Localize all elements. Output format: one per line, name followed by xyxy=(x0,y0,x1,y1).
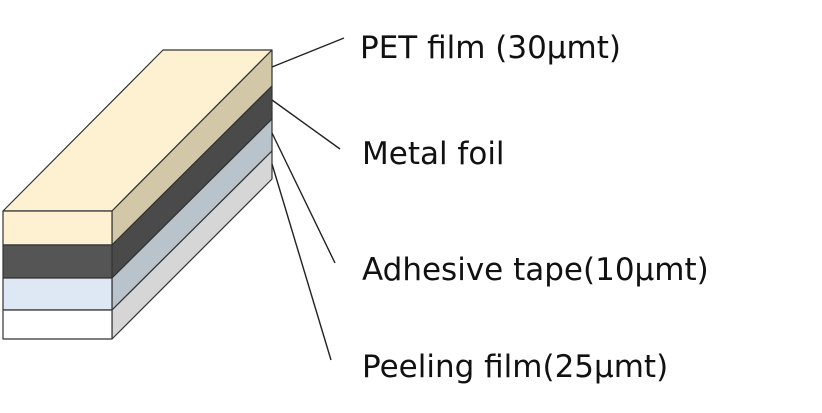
metal-foil-leader-line xyxy=(271,99,341,150)
peeling-film-leader-line xyxy=(271,163,332,361)
adhesive-tape-label: Adhesive tape(10µmt) xyxy=(362,252,709,288)
pet-film-front-face xyxy=(2,210,113,246)
metal-foil-front-face xyxy=(2,244,113,279)
adhesive-tape-front-face xyxy=(2,277,113,311)
pet-film-leader-line xyxy=(271,37,345,68)
adhesive-tape-leader-line xyxy=(271,132,336,264)
peeling-film-front-face xyxy=(2,309,113,340)
metal-foil-label: Metal foil xyxy=(362,136,505,172)
peeling-film-label: Peeling film(25µmt) xyxy=(362,349,668,385)
pet-film-label: PET film (30µmt) xyxy=(360,30,621,66)
